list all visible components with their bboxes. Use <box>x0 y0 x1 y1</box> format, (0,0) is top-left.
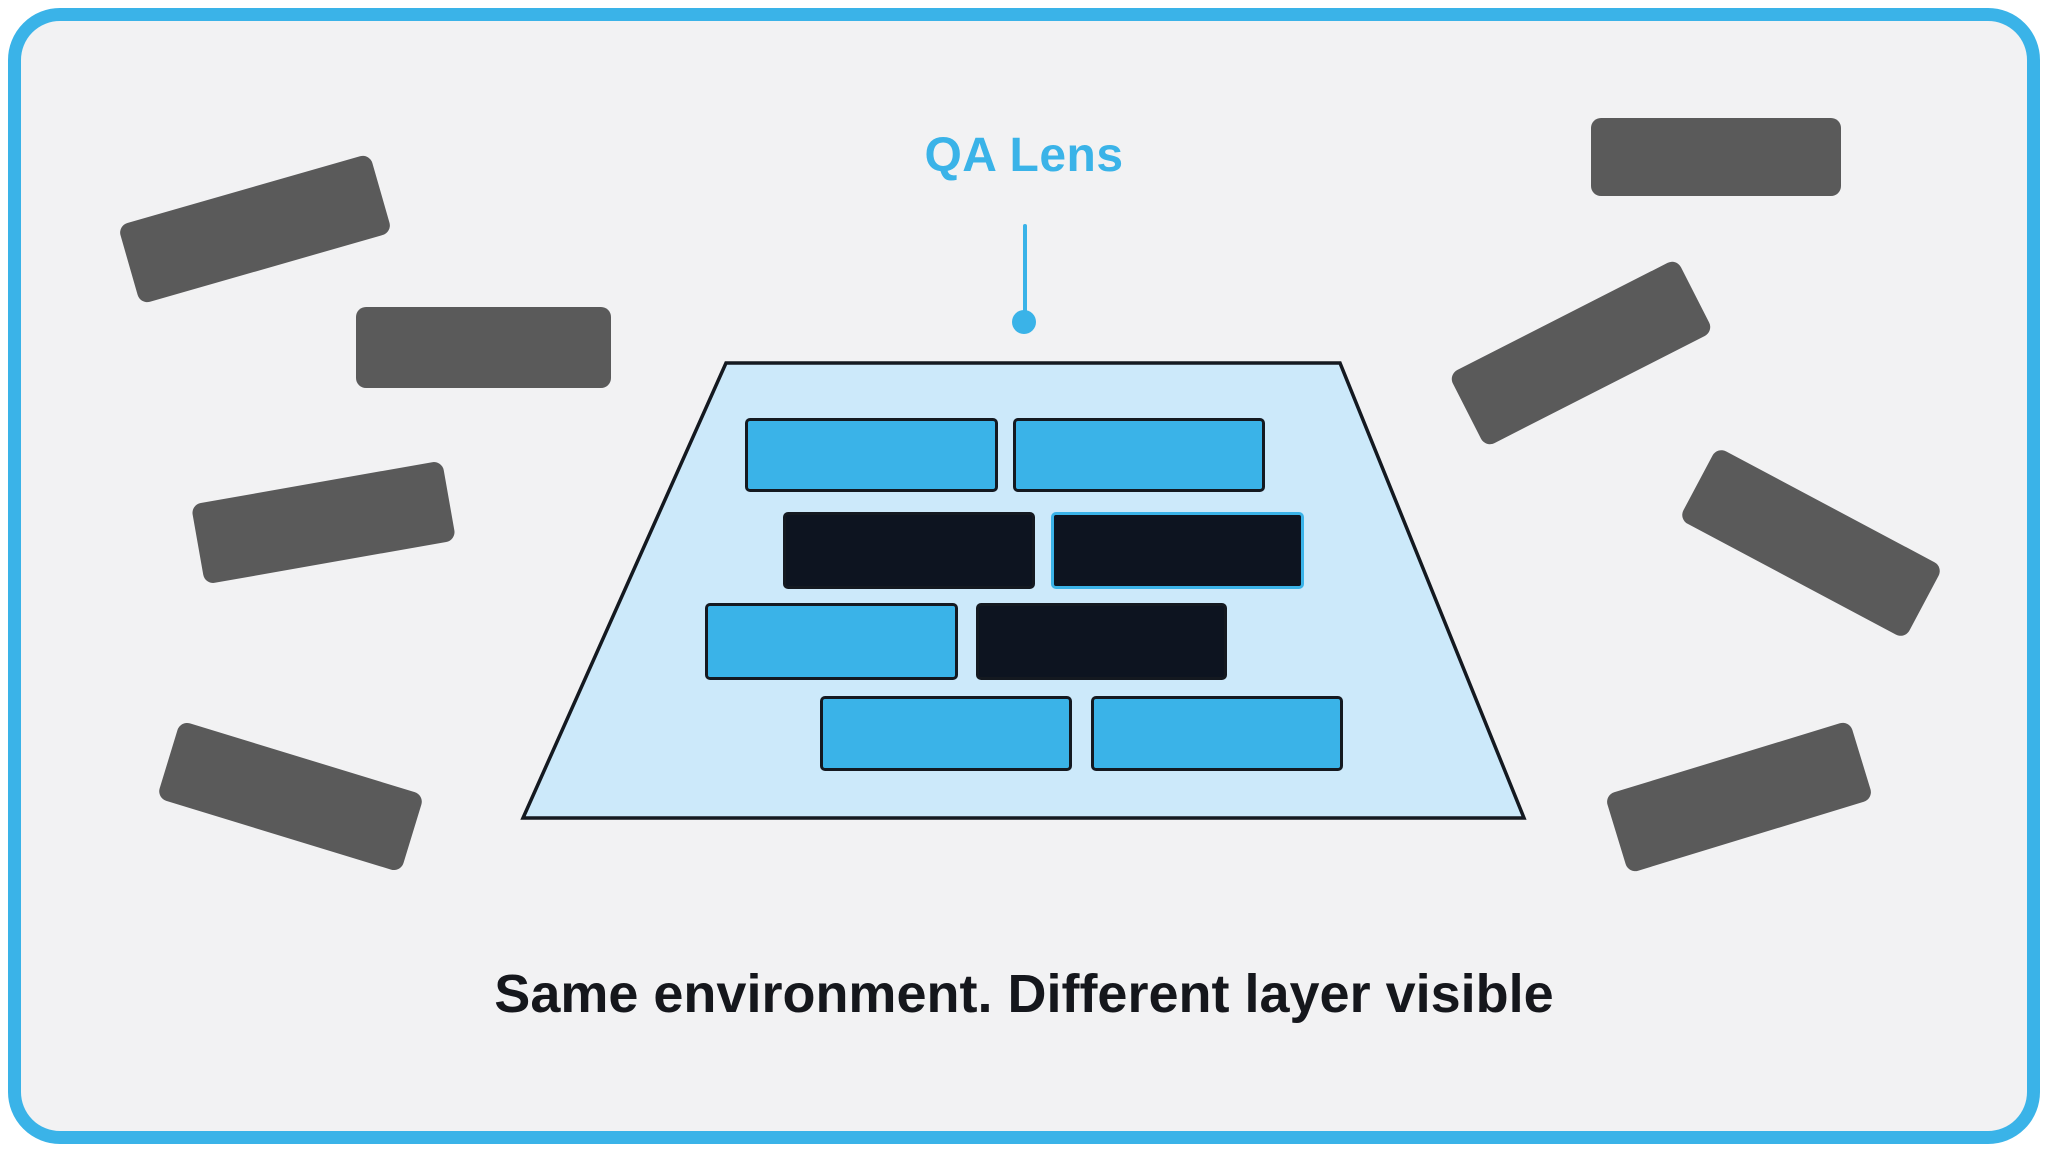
caption: Same environment. Different layer visibl… <box>494 964 1554 1024</box>
lens-block <box>976 603 1227 680</box>
environment-block <box>356 307 611 388</box>
lens-block <box>745 418 998 492</box>
lens-block <box>1051 512 1304 589</box>
lens-block <box>705 603 958 680</box>
lens-pointer-dot <box>1012 310 1036 334</box>
lens-pointer-line <box>1023 224 1027 316</box>
lens-block <box>1013 418 1265 492</box>
lens-block <box>1091 696 1343 771</box>
lens-block <box>820 696 1072 771</box>
environment-block <box>1591 118 1841 196</box>
qa-lens-label: QA Lens <box>924 129 1124 182</box>
lens-block <box>783 512 1035 589</box>
